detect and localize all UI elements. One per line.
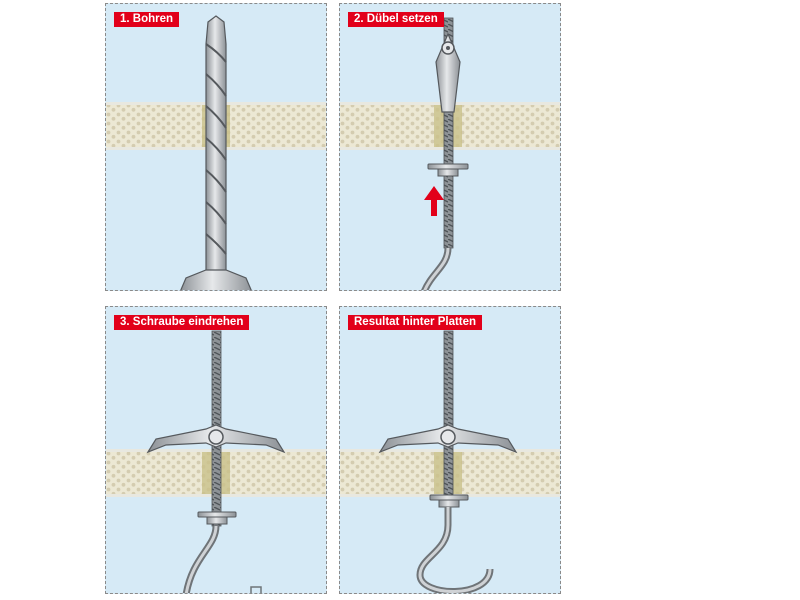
threaded-rod	[443, 330, 454, 504]
step-panel-result: Resultat hinter Platten	[339, 306, 561, 594]
step-label: 1. Bohren	[114, 12, 180, 27]
hook-screw-highlight	[423, 247, 450, 290]
step-label: Resultat hinter Platten	[348, 315, 483, 330]
hook-screw-icon	[416, 507, 494, 593]
step-panel-screw-in: 3. Schraube eindrehen	[105, 306, 327, 594]
result-illustration	[340, 330, 560, 593]
step-label: 2. Dübel setzen	[348, 12, 444, 27]
spring-toggle-anchor-icon	[378, 424, 518, 454]
drill-bit-icon	[180, 15, 252, 290]
hook-screw-highlight	[184, 525, 218, 593]
screw-in-illustration	[106, 330, 326, 593]
step-label: 3. Schraube eindrehen	[114, 315, 250, 330]
spring-toggle-anchor-icon	[146, 424, 286, 454]
up-arrow-icon	[424, 186, 444, 216]
hook-tip	[250, 586, 262, 593]
washer-nut	[197, 511, 237, 525]
spring-toggle-anchor-icon	[435, 32, 461, 113]
step-panel-insert-anchor: 2. Dübel setzen	[339, 3, 561, 291]
washer-nut	[429, 494, 469, 508]
washer-nut	[427, 163, 469, 177]
drilling-illustration	[106, 15, 326, 290]
hook-screw-highlight	[418, 507, 492, 593]
step-panel-drilling: 1. Bohren	[105, 3, 327, 291]
insert-anchor-illustration	[340, 17, 560, 290]
